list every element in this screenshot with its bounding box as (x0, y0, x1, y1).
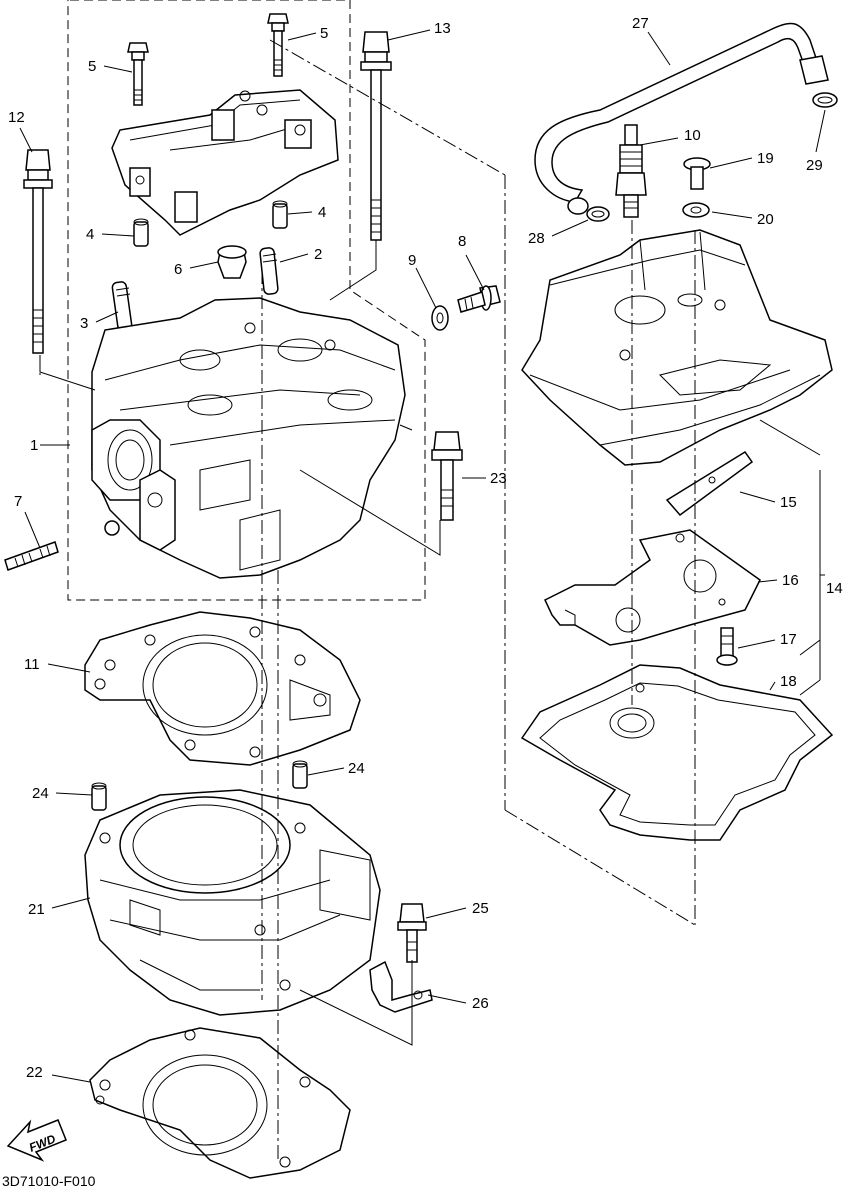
callout-25: 25 (472, 900, 489, 917)
callout-11: 11 (24, 656, 40, 673)
callout-12: 12 (8, 109, 25, 126)
cylinder-head-assembly-box (67, 0, 426, 601)
diagram-code: 3D71010-F010 (2, 1173, 96, 1189)
breather-plate (544, 529, 761, 646)
callout-labels: 1 2 3 4 4 5 5 6 7 8 9 10 11 12 13 14 15 … (8, 15, 843, 1081)
callout-3: 3 (80, 315, 88, 332)
callout-6: 6 (174, 261, 182, 278)
callout-29: 29 (806, 157, 823, 174)
callout-16: 16 (782, 572, 799, 589)
washer (431, 305, 449, 331)
plate-bolt (716, 627, 738, 666)
spark-plug (615, 124, 647, 218)
callout-23: 23 (490, 470, 507, 487)
callout-13: 13 (434, 20, 451, 37)
head-bolt-left (23, 149, 53, 354)
hose-clamp-upper (812, 92, 838, 108)
leader-lines (19, 29, 826, 1083)
callout-24-right: 24 (348, 760, 365, 777)
callout-19: 19 (757, 150, 774, 167)
cam-cap-bolt-left (127, 42, 149, 106)
valve-guide-3 (111, 281, 133, 331)
callout-7: 7 (14, 493, 22, 510)
head-cover-gasket (520, 664, 834, 841)
callout-21: 21 (28, 901, 45, 918)
cylinder-head (91, 297, 413, 579)
callout-9: 9 (408, 252, 416, 269)
callout-4-right: 4 (318, 204, 326, 221)
cylinder-head-cover (521, 229, 833, 466)
flange-bolt (457, 285, 501, 313)
cylinder (84, 789, 381, 1016)
cylinder-head-gasket (84, 611, 361, 766)
assembly-lines (39, 39, 821, 1160)
cylinder-bolt (397, 903, 427, 963)
cover-bolt (683, 157, 711, 190)
cam-cap-bolt-right (267, 13, 289, 77)
stud-bolt (4, 520, 120, 571)
callout-20: 20 (757, 211, 774, 228)
callout-18: 18 (780, 673, 797, 690)
dowel-pin-right (272, 200, 288, 229)
hose-clamp-lower (586, 206, 610, 222)
cylinder-base-gasket (89, 1027, 351, 1179)
callout-10: 10 (684, 127, 701, 144)
plug-seal (217, 245, 247, 279)
baffle-plate (665, 450, 754, 517)
callout-15: 15 (780, 494, 797, 511)
breather-hose (534, 22, 829, 215)
callout-14: 14 (826, 580, 843, 597)
callout-4-left: 4 (86, 226, 94, 243)
callout-8: 8 (458, 233, 466, 250)
head-bolt-right (360, 31, 392, 241)
callout-24-left: 24 (32, 785, 49, 802)
callout-22: 22 (26, 1064, 43, 1081)
camshaft-cap (111, 89, 339, 236)
callout-5-right: 5 (320, 25, 328, 42)
callout-17: 17 (780, 631, 797, 648)
cylinder-dowel-left (91, 782, 107, 811)
forward-direction-arrow: FWD (6, 1119, 67, 1162)
dowel-pin-left (133, 218, 149, 247)
hose-clamp-bracket (369, 960, 433, 1013)
head-side-bolt (431, 431, 463, 521)
cylinder-dowel-right (292, 760, 308, 789)
callout-2: 2 (314, 246, 322, 263)
cover-bolt-grommet (682, 202, 710, 218)
callout-28: 28 (528, 230, 545, 247)
callout-27: 27 (632, 15, 649, 32)
callout-1: 1 (30, 437, 38, 454)
callout-26: 26 (472, 995, 489, 1012)
callout-5-left: 5 (88, 58, 96, 75)
